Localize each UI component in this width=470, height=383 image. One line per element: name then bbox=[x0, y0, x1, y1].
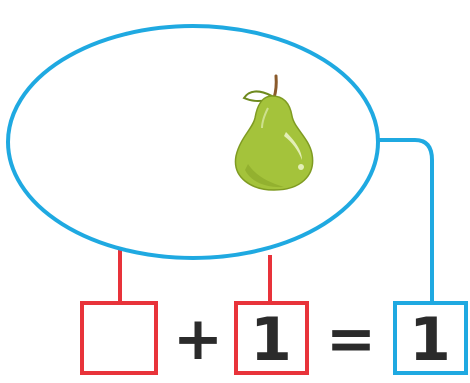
pear-icon bbox=[234, 74, 314, 191]
addend-right-box[interactable] bbox=[234, 301, 309, 375]
addend-right-value: 1 bbox=[250, 305, 292, 375]
set-oval bbox=[6, 24, 380, 260]
connector-sum bbox=[378, 138, 434, 303]
plus-sign: + bbox=[173, 304, 223, 374]
addend-left-box[interactable] bbox=[80, 301, 158, 375]
sum-value: 1 bbox=[409, 305, 451, 375]
equals-sign: = bbox=[326, 304, 376, 374]
sum-box[interactable] bbox=[393, 301, 468, 375]
